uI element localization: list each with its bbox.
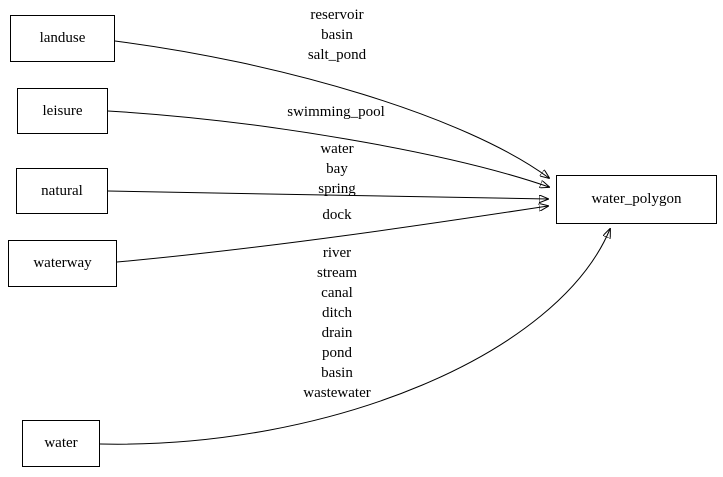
node-natural: natural xyxy=(16,168,108,214)
edge-leisure-to-water_polygon xyxy=(107,110,549,187)
edge-landuse-to-water_polygon xyxy=(114,40,549,178)
node-water_polygon: water_polygon xyxy=(556,175,717,224)
edge-waterway-to-water_polygon xyxy=(116,206,548,263)
node-waterway: waterway xyxy=(8,240,117,287)
edge-label-natural: water bay spring xyxy=(318,141,356,197)
edge-label-water: river stream canal ditch drain pond basi… xyxy=(303,245,371,401)
node-landuse: landuse xyxy=(10,15,115,62)
edge-natural-to-water_polygon xyxy=(107,190,548,199)
edge-label-waterway: dock xyxy=(322,207,352,223)
edge-label-leisure: swimming_pool xyxy=(287,104,385,120)
node-leisure: leisure xyxy=(17,88,108,134)
node-water: water xyxy=(22,420,100,467)
edge-water-to-water_polygon xyxy=(99,229,610,445)
edge-label-landuse: reservoir basin salt_pond xyxy=(307,7,367,63)
